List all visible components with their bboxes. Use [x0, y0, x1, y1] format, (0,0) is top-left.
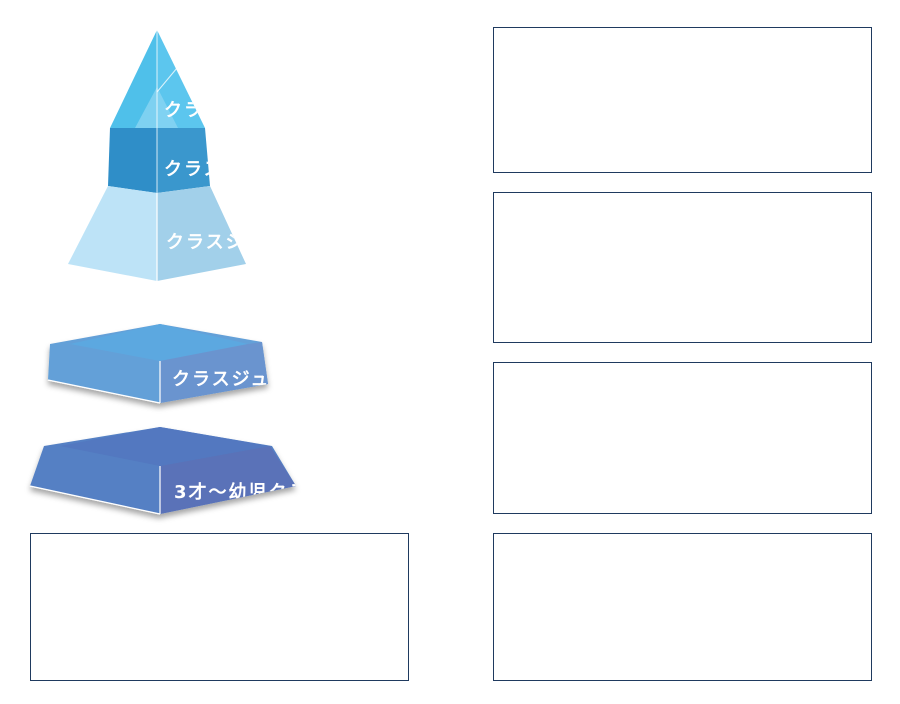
pyramid-top-tier: クラスジュニア	[110, 30, 302, 128]
text-box-2[interactable]	[493, 192, 872, 343]
text-box-1[interactable]	[493, 27, 872, 173]
middle-tier-label: クラスジュニア	[164, 159, 302, 180]
upper-slab-bottom-edge	[47, 379, 161, 404]
lower-slab-label: 3才〜幼児クラス	[174, 481, 328, 503]
bottom-tier-label: クラスジュニア	[166, 232, 304, 253]
middle-tier-left-face	[108, 128, 157, 193]
upper-slab: クラスジュニア	[47, 324, 310, 404]
lower-slab-right-face	[160, 446, 296, 514]
pyramid-middle-tier: クラスジュニア	[108, 128, 302, 193]
upper-slab-right-face	[160, 342, 268, 403]
top-tier-label: クラスジュニア	[164, 100, 302, 121]
text-box-4[interactable]	[493, 533, 872, 681]
lower-slab-bottom-edge	[29, 485, 161, 515]
text-box-3[interactable]	[493, 362, 872, 514]
top-tier-right-face	[157, 30, 205, 128]
bottom-tier-right-face	[157, 186, 246, 281]
upper-slab-label: クラスジュニア	[172, 369, 310, 390]
text-box-5[interactable]	[30, 533, 409, 681]
lower-slab-top-face	[60, 427, 270, 466]
lower-slab: 3才〜幼児クラス	[29, 427, 328, 515]
bottom-tier-left-face	[68, 186, 157, 281]
top-tier-edge-diagonal	[156, 67, 178, 93]
pyramid-bottom-tier: クラスジュニア	[68, 186, 304, 281]
top-tier-left-face	[110, 30, 157, 128]
middle-tier-right-face	[157, 128, 210, 193]
upper-slab-top-face	[70, 324, 248, 361]
